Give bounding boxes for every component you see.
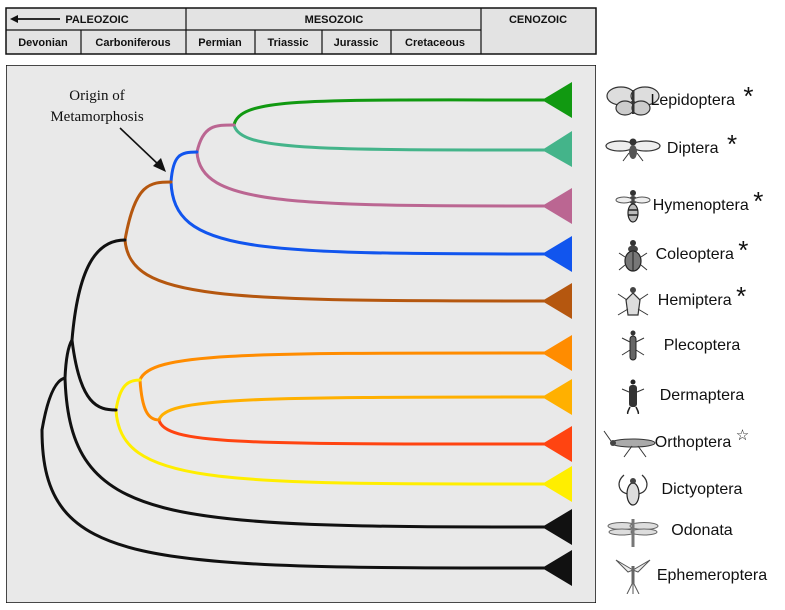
annotation-arrow-icon — [119, 127, 166, 172]
period-carboniferous: Carboniferous — [95, 37, 170, 49]
taxon-name: Dermaptera — [659, 387, 745, 404]
period-triassic: Triassic — [268, 37, 309, 49]
taxon-name: Coleoptera — [655, 246, 734, 263]
taxon-label: Odonata — [600, 511, 778, 551]
taxon-name: Ephemeroptera — [656, 567, 768, 584]
branch-hymenoptera — [195, 150, 554, 208]
taxon-name: Orthoptera — [654, 434, 732, 451]
clade-triangles — [542, 82, 572, 586]
era-mesozoic: MESOZOIC — [305, 14, 364, 26]
triangle-lepidoptera — [542, 82, 572, 118]
taxon-label: Coleoptera * — [600, 235, 778, 275]
grasshopper-icon — [603, 430, 656, 458]
butterfly-icon — [606, 86, 660, 116]
taxon-row-hemiptera: Hemiptera * — [600, 281, 785, 321]
taxon-name: Hymenoptera — [652, 197, 749, 214]
era-cenozoic: CENOZOIC — [509, 14, 567, 26]
branch-plec-clade-stem — [114, 378, 142, 412]
triangle-dictyoptera — [542, 466, 572, 502]
branch-neoptera-b — [70, 338, 118, 412]
taxon-label: Orthoptera ☆ — [600, 423, 778, 463]
taxon-mark: * — [753, 186, 764, 216]
era-paleozoic: PALEOZOIC — [65, 14, 128, 26]
taxon-row-coleoptera: Coleoptera * — [600, 235, 785, 275]
taxon-label: Plecoptera — [600, 326, 778, 366]
triangle-dermaptera — [542, 379, 572, 415]
beetle-icon — [618, 240, 648, 272]
annotation-line1: Origin of — [69, 88, 124, 104]
taxon-mark: * — [738, 235, 749, 265]
taxon-row-odonata: Odonata — [600, 511, 785, 551]
taxon-mark: * — [726, 129, 738, 159]
taxon-label: Diptera * — [600, 129, 778, 169]
triangle-diptera — [542, 131, 572, 167]
taxon-row-hymenoptera: Hymenoptera * — [600, 186, 785, 226]
branch-lep-dip-stem — [195, 123, 236, 154]
branch-neoptera-a — [70, 238, 127, 342]
taxon-row-orthoptera: Orthoptera ☆ — [600, 423, 785, 463]
taxon-mark: ☆ — [735, 427, 750, 444]
taxon-row-dictyoptera: Dictyoptera — [600, 470, 785, 510]
taxon-name: Hemiptera — [657, 292, 732, 309]
triangle-coleoptera — [542, 236, 572, 272]
taxon-name: Lepidoptera — [650, 92, 735, 109]
branch-plecoptera — [138, 351, 554, 382]
period-cretaceous: Cretaceous — [405, 37, 465, 49]
triangle-odonata — [542, 509, 572, 545]
fly-icon — [605, 138, 661, 162]
geologic-timeline: PALEOZOIC MESOZOIC CENOZOIC Devonian Car… — [5, 7, 597, 55]
mantis-icon — [618, 474, 648, 506]
taxon-row-ephemeroptera: Ephemeroptera — [600, 556, 785, 596]
taxon-name: Plecoptera — [663, 337, 741, 354]
taxon-list: Lepidoptera * Diptera * Hymenop — [600, 78, 785, 610]
branch-pterygota-stem — [40, 376, 67, 432]
dragonfly-icon — [607, 519, 659, 547]
timeline-arrow-icon — [10, 15, 60, 23]
period-permian: Permian — [198, 37, 242, 49]
taxon-name: Odonata — [671, 522, 733, 539]
taxon-row-diptera: Diptera * — [600, 129, 785, 169]
triangle-orthoptera — [542, 426, 572, 462]
branch-pterygota-a — [63, 338, 74, 380]
branch-lepidoptera — [232, 98, 554, 127]
branch-hym-clade-stem — [169, 150, 199, 184]
triangle-ephemeroptera — [542, 550, 572, 586]
branch-coleoptera — [169, 180, 554, 256]
branch-dermaptera — [157, 395, 554, 422]
annotation-line2: Metamorphosis — [50, 109, 143, 125]
taxon-row-plecoptera: Plecoptera — [600, 326, 785, 366]
taxon-row-dermaptera: Dermaptera — [600, 376, 785, 416]
branch-diptera — [232, 123, 554, 152]
taxon-label: Hymenoptera * — [600, 186, 778, 226]
branch-holometabola-stem — [123, 180, 173, 242]
wasp-icon — [615, 190, 651, 223]
taxon-label: Lepidoptera * — [600, 81, 778, 121]
branch-odonata — [63, 376, 554, 529]
phylogeny-tree-panel: Origin of Metamorphosis — [6, 65, 596, 603]
branch-hemiptera — [123, 238, 554, 303]
taxon-name: Dictyoptera — [661, 481, 743, 498]
stonefly-icon — [621, 330, 645, 361]
branch-orthoptera — [157, 418, 554, 446]
taxon-mark: * — [736, 281, 747, 311]
branch-ephemeroptera — [40, 428, 554, 570]
bug-icon — [617, 287, 649, 316]
period-devonian: Devonian — [18, 37, 68, 49]
earwig-icon — [621, 379, 645, 414]
taxon-label: Ephemeroptera — [600, 556, 778, 596]
period-jurassic: Jurassic — [334, 37, 379, 49]
taxon-row-lepidoptera: Lepidoptera * — [600, 81, 785, 121]
triangle-hemiptera — [542, 283, 572, 319]
branch-derm-orth-stem — [138, 378, 161, 422]
branch-dictyoptera — [114, 408, 554, 486]
taxon-label: Dermaptera — [600, 376, 778, 416]
taxon-label: Hemiptera * — [600, 281, 778, 321]
taxon-mark: * — [743, 81, 754, 111]
mayfly-icon — [615, 559, 651, 594]
triangle-hymenoptera — [542, 188, 572, 224]
taxon-name: Diptera — [666, 140, 719, 157]
taxon-label: Dictyoptera — [600, 470, 778, 510]
triangle-plecoptera — [542, 335, 572, 371]
